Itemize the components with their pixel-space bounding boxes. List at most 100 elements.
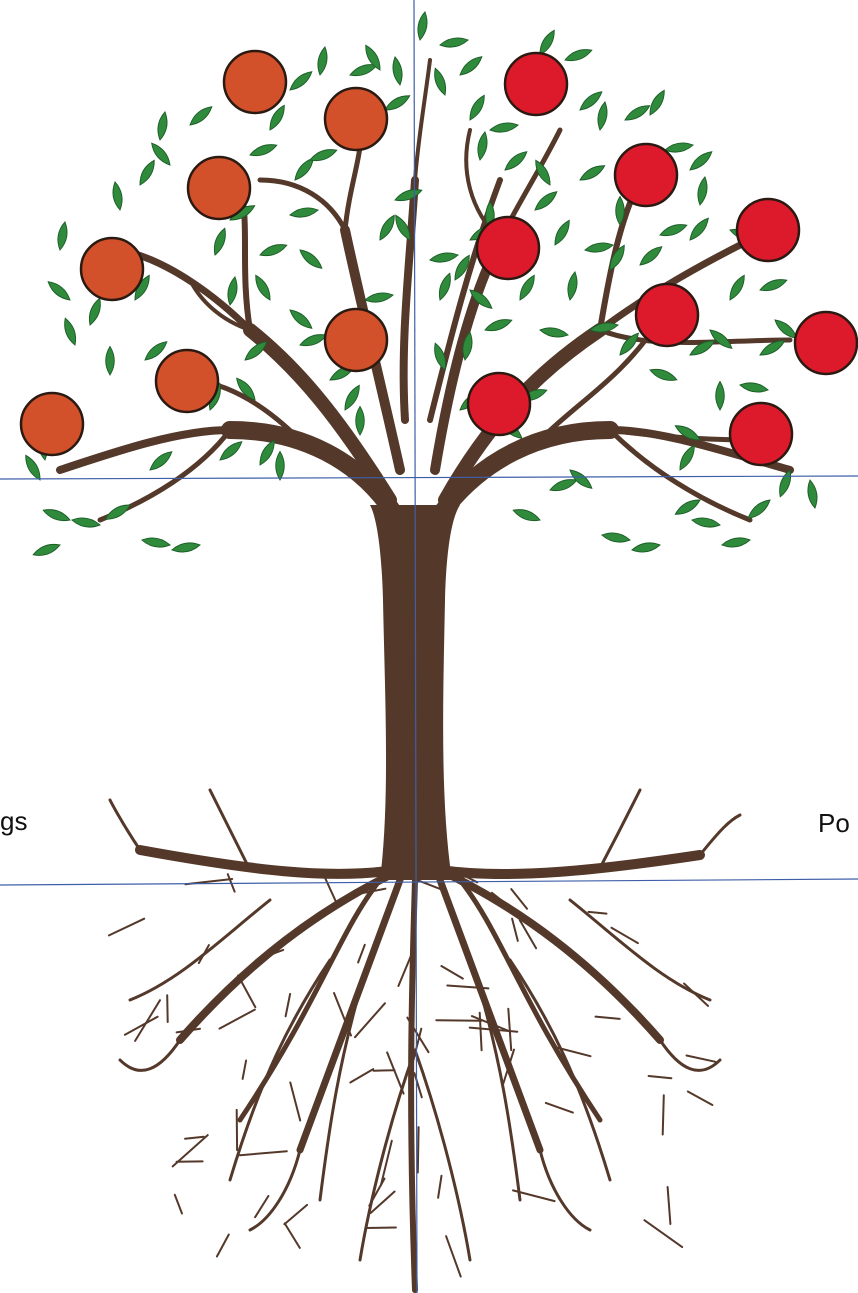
orange-fruit-icon (188, 157, 250, 219)
leaf-icon (287, 307, 314, 332)
root-hair (688, 1092, 713, 1106)
leaf-icon (691, 516, 721, 529)
root-hair (480, 1013, 482, 1050)
branch (60, 430, 230, 470)
leaf-icon (391, 56, 404, 86)
leaf-icon (147, 448, 174, 473)
root-hair (199, 945, 209, 963)
branch (260, 180, 345, 230)
leaf-icon (226, 276, 239, 306)
leaf-icon (745, 497, 772, 522)
leaf-icon (739, 381, 769, 394)
root-hair (285, 1223, 300, 1248)
root-hair (446, 1236, 461, 1276)
leaf-icon (676, 443, 698, 472)
root-hair (387, 1052, 404, 1093)
leaf-icon (551, 218, 573, 247)
leaf-icon (71, 516, 101, 529)
leaf-icon (103, 501, 132, 523)
root (540, 1150, 590, 1230)
root (320, 990, 360, 1200)
orange-fruit-icon (325, 309, 387, 371)
leaf-icon (383, 92, 412, 114)
leaf-icon (457, 53, 484, 78)
leaf-icon (61, 317, 79, 347)
root-hair (546, 1103, 573, 1113)
root (600, 790, 640, 868)
root-hair (243, 1061, 247, 1079)
leaf-icon (673, 496, 702, 518)
leaf-icon (276, 452, 285, 481)
leaf-icon (141, 536, 171, 549)
leaf-icon (578, 162, 607, 184)
root-hair (438, 1176, 441, 1198)
root-hair (240, 1151, 287, 1155)
red-fruit-icon (477, 217, 539, 279)
red-fruit-icon (615, 144, 677, 206)
leaf-icon (297, 247, 324, 272)
leaf-icon (171, 541, 201, 554)
leaf-icon (489, 121, 519, 134)
root-hair (167, 995, 168, 1022)
orange-fruit-icon (224, 51, 286, 113)
root-hair (286, 994, 291, 1016)
root-hair (355, 1003, 385, 1037)
root-hair (185, 1137, 204, 1139)
leaf-icon (623, 102, 652, 124)
leaf-icon (539, 326, 569, 339)
leaf-icon (549, 476, 579, 494)
orange-fruit-icon (325, 88, 387, 150)
leaf-icon (567, 467, 594, 492)
root (120, 1040, 180, 1070)
leaf-icon (659, 221, 689, 239)
leaf-icon (316, 46, 329, 76)
root-hair (220, 1010, 255, 1029)
leaf-icon (32, 541, 62, 559)
leaf-icon (252, 273, 274, 302)
root-hair (441, 966, 463, 979)
leaf-icon (431, 67, 449, 97)
root-hair (398, 955, 411, 986)
root-hair (109, 919, 144, 936)
leaf-icon (439, 36, 469, 49)
leaf-icon (512, 506, 542, 524)
root (570, 900, 710, 1000)
leaf-icon (696, 176, 709, 206)
root-hair (684, 984, 708, 1006)
branch (404, 180, 415, 420)
leaf-icon (86, 297, 104, 327)
red-fruit-icon (795, 312, 857, 374)
leaf-icon (726, 273, 748, 302)
root-hair (596, 1017, 620, 1019)
root-hair (612, 928, 638, 943)
root (450, 875, 660, 1040)
root-hair (649, 1076, 672, 1078)
leaf-icon (584, 241, 614, 254)
left-label: gs (0, 806, 27, 837)
leaf-icon (394, 186, 424, 204)
leaf-icon (601, 531, 631, 544)
root-hair (418, 1127, 419, 1172)
red-fruit-icon (737, 199, 799, 261)
root-hair (511, 889, 527, 909)
red-fruit-icon (505, 53, 567, 115)
leaf-icon (356, 407, 365, 436)
horizontal-guide-line-upper (0, 476, 858, 479)
root-hair (255, 1196, 268, 1217)
leaf-icon (649, 366, 679, 384)
leaf-icon (759, 276, 789, 294)
root (415, 1050, 470, 1260)
root (411, 880, 415, 1290)
leaf-icon (376, 213, 398, 242)
leaf-icon (502, 148, 529, 173)
leaf-icon (687, 215, 712, 242)
branch (415, 60, 430, 180)
leaf-icon (156, 111, 169, 141)
root-hair (508, 1009, 511, 1050)
orange-fruit-icon (156, 350, 218, 412)
leaf-icon (187, 103, 214, 128)
leaf-icon (466, 93, 488, 122)
leaf-icon (687, 148, 714, 173)
leaf-icon (259, 241, 289, 259)
root-hair (589, 912, 607, 914)
